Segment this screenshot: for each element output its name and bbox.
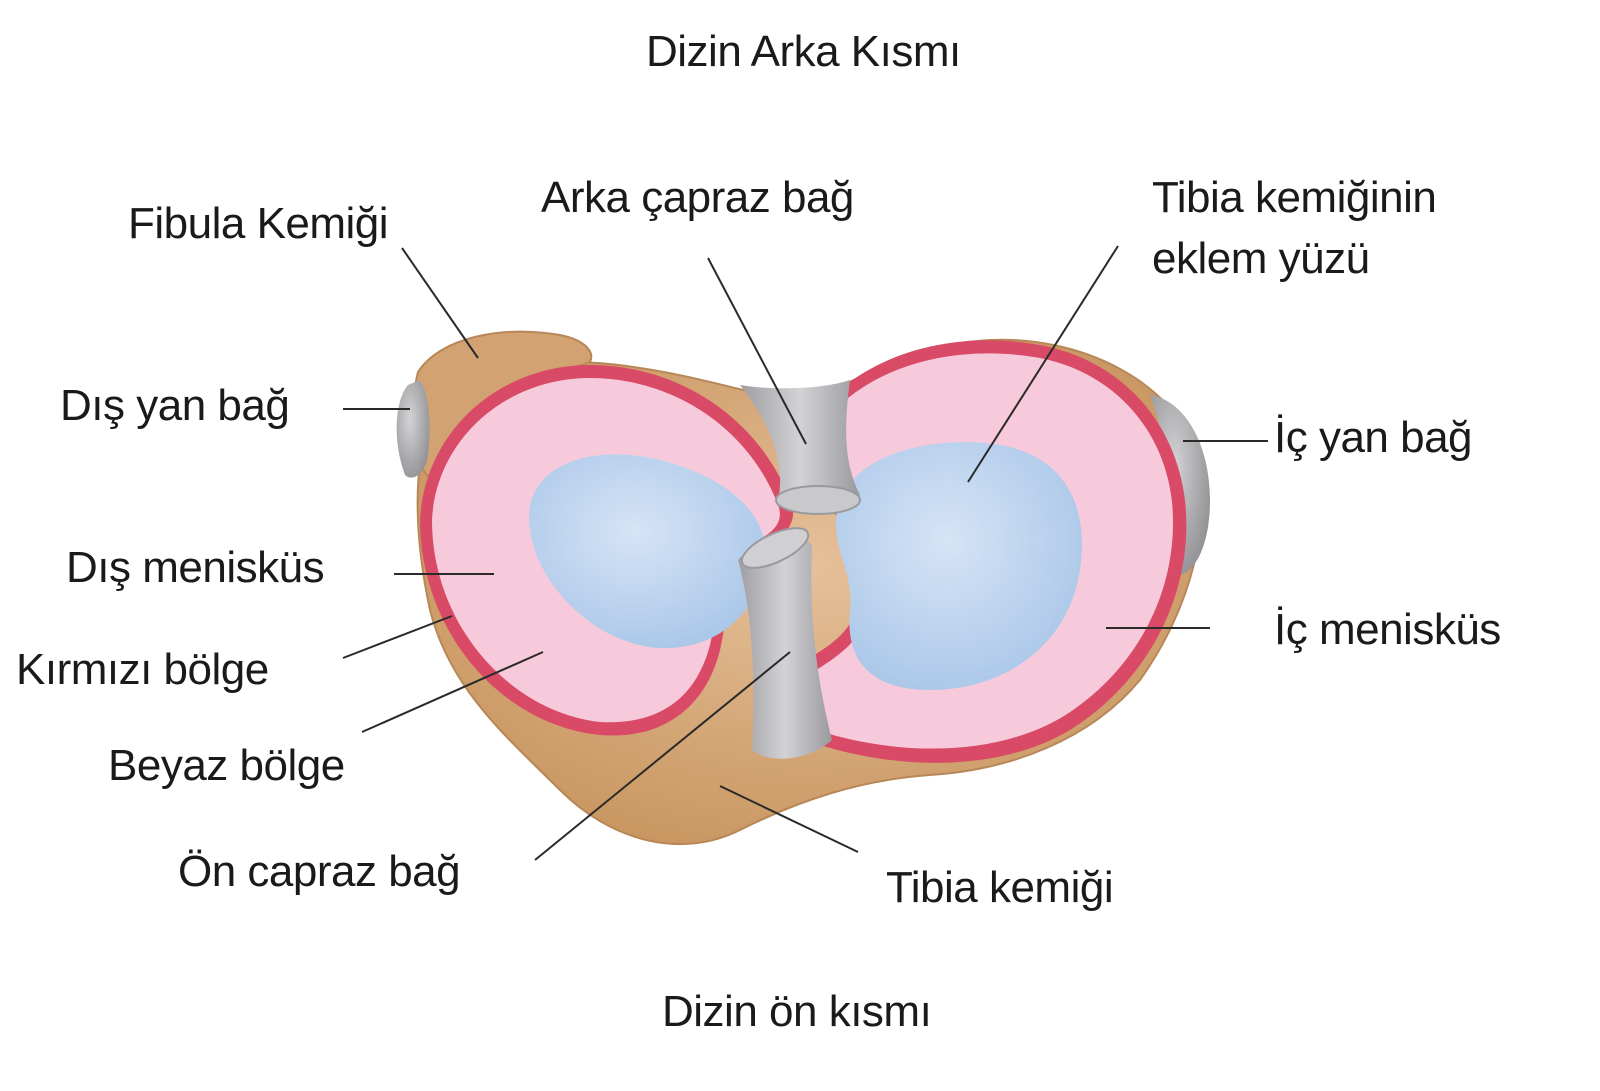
label-dis-meniskus: Dış menisküs — [66, 543, 325, 592]
leader-lines — [342, 245, 1268, 861]
anterior-cruciate-end — [740, 527, 810, 569]
posterior-cruciate-end — [775, 485, 861, 515]
lateral-collateral-ligament — [396, 380, 430, 478]
leader-tibia-kemigi — [719, 785, 859, 853]
label-tibia-eklem-line1: Tibia kemiğinin — [1152, 173, 1437, 222]
title-top: Dizin Arka Kısmı — [646, 27, 961, 76]
label-tibia-eklem-line2: eklem yüzü — [1152, 234, 1370, 283]
title-bottom: Dizin ön kısmı — [662, 987, 932, 1036]
leader-on-capraz — [534, 651, 791, 861]
label-beyaz-bolge: Beyaz bölge — [108, 741, 345, 790]
leader-arka-capraz — [707, 257, 807, 445]
leader-tibia-eklem — [967, 245, 1119, 483]
label-fibula: Fibula Kemiği — [128, 199, 389, 248]
label-dis-yan-bag: Dış yan bağ — [60, 381, 290, 430]
label-ic-yan-bag: İç yan bağ — [1274, 413, 1473, 462]
leader-kirmizi-bolge — [342, 615, 453, 659]
lateral-articular-surface — [529, 454, 766, 649]
label-ic-meniskus: İç menisküs — [1274, 605, 1501, 654]
anterior-cruciate-ligament — [738, 536, 832, 759]
label-arka-capraz: Arka çapraz bağ — [541, 173, 854, 222]
leader-beyaz-bolge — [361, 651, 544, 733]
label-kirmizi-bolge: Kırmızı bölge — [16, 645, 269, 694]
medial-articular-surface — [835, 442, 1082, 690]
label-tibia-kemigi: Tibia kemiği — [886, 863, 1114, 912]
leader-fibula — [401, 247, 479, 359]
posterior-cruciate-ligament — [740, 380, 860, 508]
label-on-capraz: Ön capraz bağ — [178, 847, 461, 896]
